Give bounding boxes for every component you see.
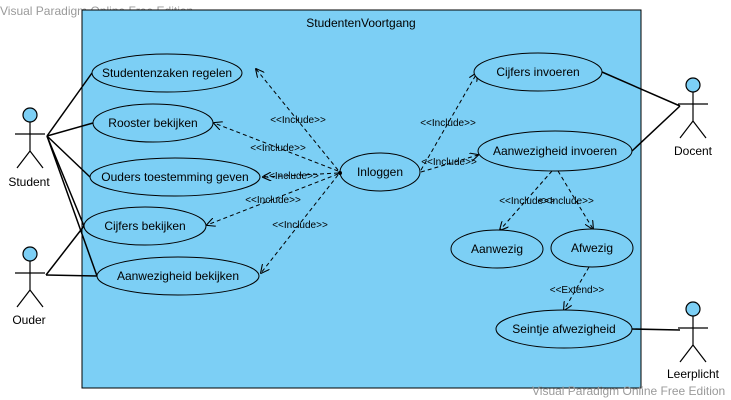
association-line-ouder-aanwezigheid_bekijken: [45, 274, 98, 277]
relation-line-inloggen-cijfers_bekijken: [207, 173, 339, 225]
actor-head: [22, 246, 38, 262]
use-case-ellipse[interactable]: [450, 229, 544, 269]
watermark-bottom-right: Visual Paradigm Online Free Edition: [532, 384, 726, 398]
use-case-ellipse[interactable]: [91, 53, 243, 93]
use-case-rooster[interactable]: Rooster bekijken: [92, 103, 214, 143]
relation-label-inloggen-aanwezigheid_invoeren: <<Include>>: [421, 157, 477, 168]
use-case-label: Cijfers invoeren: [496, 65, 579, 79]
use-case-studentenzaken[interactable]: Studentenzaken regelen: [91, 53, 243, 93]
relation-label-inloggen-toestemming: <<Include>>: [263, 171, 319, 182]
relation-label-aanwezigheid_invoeren-aanwezig: <<Include>>: [499, 196, 555, 207]
use-case-ellipse[interactable]: [96, 256, 260, 296]
relation-label-inloggen-cijfers_bekijken: <<Include>>: [245, 195, 301, 206]
actor-right-leg: [692, 344, 707, 363]
actor-ouder[interactable]: Ouder: [12, 246, 46, 327]
relation-label-afwezig-seintje: <<Extend>>: [550, 285, 605, 296]
use-case-ellipse[interactable]: [473, 52, 603, 92]
association-line-student-cijfers_bekijken: [46, 135, 85, 227]
actor-head: [22, 107, 38, 123]
association-line-student-aanwezigheid_bekijken: [46, 135, 98, 277]
use-case-inloggen[interactable]: Inloggen: [339, 152, 421, 192]
use-case-afwezig[interactable]: Afwezig: [550, 228, 634, 268]
association-line-docent-aanwezigheid_invoeren: [631, 105, 681, 152]
relation-line-inloggen-studentenzaken: [256, 69, 339, 171]
association-line-student-toestemming: [46, 135, 91, 178]
actor-right-leg: [29, 150, 44, 169]
association-line-ouder-cijfers_bekijken: [45, 225, 85, 276]
use-case-label: Afwezig: [571, 241, 613, 255]
use-case-toestemming[interactable]: Ouders toestemming geven: [89, 157, 261, 197]
actor-label: Leerplicht: [667, 367, 720, 381]
association-line-leerplicht-seintje: [631, 328, 681, 331]
use-case-label: Aanwezigheid bekijken: [117, 269, 239, 283]
use-case-seintje[interactable]: Seintje afwezigheid: [495, 309, 633, 349]
actor-label: Docent: [674, 144, 713, 158]
connector-dot: [338, 171, 342, 175]
actor-right-leg: [29, 289, 44, 308]
use-case-label: Inloggen: [357, 165, 403, 179]
use-case-ellipse[interactable]: [89, 157, 261, 197]
relation-label-inloggen-rooster: <<Include>>: [250, 143, 306, 154]
relation-label-inloggen-aanwezigheid_bekijken: <<Include>>: [272, 220, 328, 231]
relation-line-inloggen-toestemming: [263, 173, 339, 177]
actor-head: [685, 301, 701, 317]
use-case-aanwezig[interactable]: Aanwezig: [450, 229, 544, 269]
relation-line-afwezig-seintje: [564, 266, 590, 310]
actor-right-leg: [692, 120, 707, 139]
use-case-ellipse[interactable]: [495, 309, 633, 349]
actor-docent[interactable]: Docent: [674, 77, 713, 158]
actor-student[interactable]: Student: [8, 107, 50, 189]
actor-left-leg: [679, 344, 694, 363]
relation-line-inloggen-cijfers_invoeren: [420, 73, 477, 171]
association-line-student-studentenzaken: [46, 72, 93, 137]
use-case-ellipse[interactable]: [477, 130, 633, 172]
relation-label-inloggen-cijfers_invoeren: <<Include>>: [420, 118, 476, 129]
use-case-label: Seintje afwezigheid: [512, 322, 615, 336]
actor-head: [685, 77, 701, 93]
actor-left-leg: [16, 289, 31, 308]
relation-line-inloggen-aanwezigheid_invoeren: [420, 155, 478, 173]
relation-line-aanwezigheid_invoeren-aanwezig: [500, 170, 553, 230]
use-case-ellipse[interactable]: [92, 103, 214, 143]
use-case-label: Aanwezigheid invoeren: [493, 144, 617, 158]
use-case-label: Cijfers bekijken: [104, 219, 185, 233]
actor-label: Ouder: [12, 313, 45, 327]
actor-leerplicht[interactable]: Leerplicht: [667, 301, 720, 381]
relation-label-aanwezigheid_invoeren-afwezig: <<Include>>: [538, 196, 594, 207]
use-case-label: Studentenzaken regelen: [102, 66, 232, 80]
use-case-label: Rooster bekijken: [108, 116, 197, 130]
association-line-student-rooster: [46, 122, 94, 137]
use-case-label: Aanwezig: [471, 242, 523, 256]
use-case-aanwezigheid_bekijken[interactable]: Aanwezigheid bekijken: [96, 256, 260, 296]
use-case-cijfers_bekijken[interactable]: Cijfers bekijken: [83, 206, 207, 246]
actor-left-leg: [679, 120, 694, 139]
use-case-ellipse[interactable]: [83, 206, 207, 246]
actor-label: Student: [8, 175, 50, 189]
relation-label-inloggen-studentenzaken: <<Include>>: [270, 115, 326, 126]
relation-line-inloggen-rooster: [214, 123, 339, 172]
use-case-ellipse[interactable]: [550, 228, 634, 268]
actor-left-leg: [16, 150, 31, 169]
use-case-label: Ouders toestemming geven: [101, 170, 248, 184]
use-case-aanwezigheid_invoeren[interactable]: Aanwezigheid invoeren: [477, 130, 633, 172]
relation-line-aanwezigheid_invoeren-afwezig: [557, 170, 593, 229]
system-title: StudentenVoortgang: [306, 16, 415, 30]
use-case-cijfers_invoeren[interactable]: Cijfers invoeren: [473, 52, 603, 92]
association-line-docent-cijfers_invoeren: [601, 71, 681, 107]
